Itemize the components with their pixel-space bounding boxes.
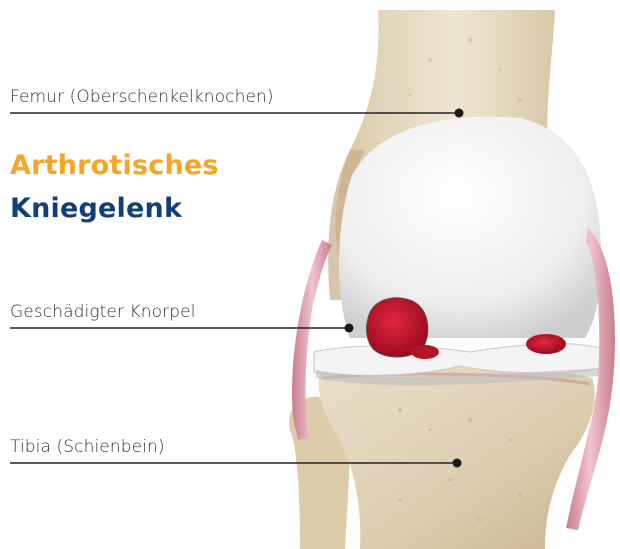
tibia-leader-dot: [453, 459, 462, 468]
tibia-label: Tibia (Schienbein): [10, 437, 165, 457]
tibia-bone: [319, 365, 595, 549]
damage-spot-mid: [411, 345, 439, 359]
title-line-1: Arthrotisches: [10, 150, 219, 181]
damage-spot-small: [526, 334, 566, 354]
femur-leader-dot: [455, 109, 464, 118]
cartilage-leader-dot: [345, 324, 354, 333]
femur-label: Femur (Oberschenkelknochen): [10, 87, 274, 107]
title-line-2: Kniegelenk: [10, 193, 182, 224]
cartilage-label: Geschädigter Knorpel: [10, 302, 196, 322]
